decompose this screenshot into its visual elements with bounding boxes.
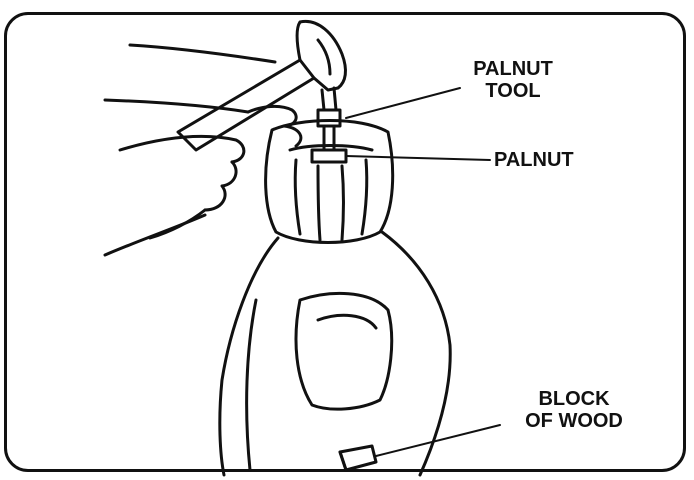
- label-block-of-wood-line-2: OF WOOD: [504, 410, 644, 432]
- label-block-of-wood-line-1: BLOCK: [504, 388, 644, 410]
- label-palnut-tool: PALNUT TOOL: [458, 58, 568, 102]
- label-block-of-wood: BLOCK OF WOOD: [504, 388, 644, 432]
- forearm-lines: [105, 45, 275, 255]
- stud-and-palnut: [312, 126, 346, 162]
- label-palnut-tool-line-2: TOOL: [458, 80, 568, 102]
- block-of-wood: [340, 446, 376, 470]
- leader-palnut-tool: [346, 88, 460, 118]
- hand: [120, 106, 301, 238]
- hub-cap: [266, 121, 393, 243]
- palnut-tool: [178, 21, 345, 150]
- handle-body: [220, 232, 450, 475]
- label-palnut: PALNUT: [494, 149, 604, 171]
- label-palnut-tool-line-1: PALNUT: [458, 58, 568, 80]
- leader-palnut: [346, 156, 490, 160]
